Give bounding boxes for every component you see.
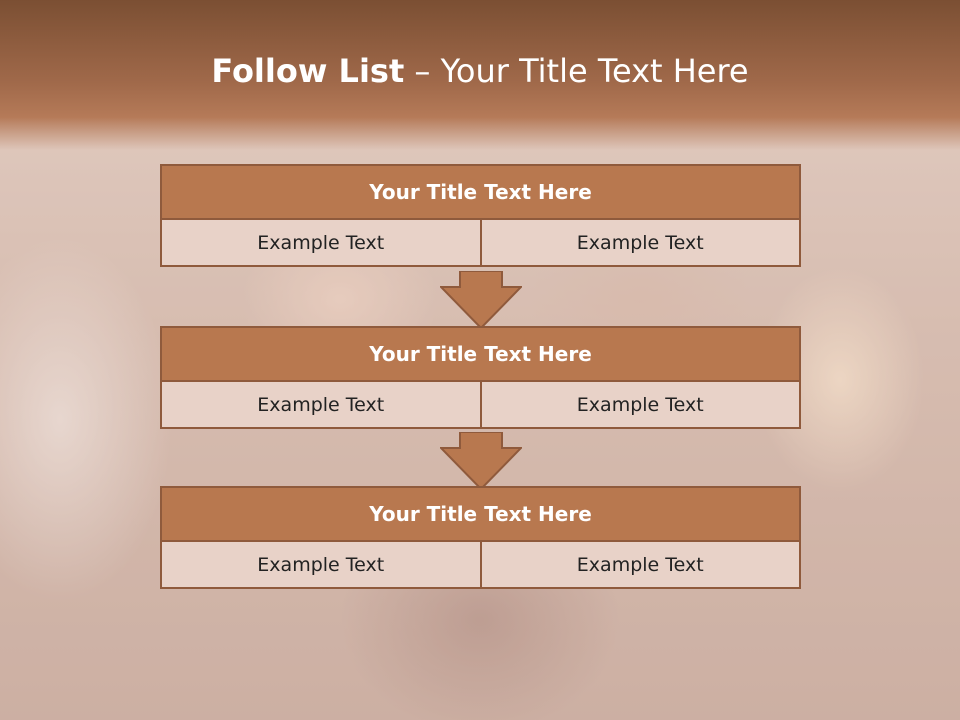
down-arrow-icon — [440, 432, 522, 490]
list-box-row: Example Text Example Text — [160, 380, 801, 429]
list-box-cell-left: Example Text — [160, 380, 482, 429]
slide-title-bold: Follow List — [211, 52, 405, 90]
list-box-row: Example Text Example Text — [160, 218, 801, 267]
list-box-cell-right: Example Text — [479, 380, 801, 429]
list-box-title: Your Title Text Here — [160, 326, 801, 382]
list-box-1: Your Title Text Here Example Text Exampl… — [160, 164, 801, 267]
list-box-row: Example Text Example Text — [160, 540, 801, 589]
list-box-cell-left: Example Text — [160, 540, 482, 589]
slide-title-rest: – Your Title Text Here — [404, 52, 749, 90]
list-box-cell-right: Example Text — [479, 540, 801, 589]
list-box-cell-left: Example Text — [160, 218, 482, 267]
list-box-cell-right: Example Text — [479, 218, 801, 267]
down-arrow-icon — [440, 271, 522, 329]
list-box-2: Your Title Text Here Example Text Exampl… — [160, 326, 801, 429]
list-box-title: Your Title Text Here — [160, 164, 801, 220]
list-box-title: Your Title Text Here — [160, 486, 801, 542]
header-band — [0, 0, 960, 150]
slide-title: Follow List – Your Title Text Here — [0, 52, 960, 90]
list-box-3: Your Title Text Here Example Text Exampl… — [160, 486, 801, 589]
